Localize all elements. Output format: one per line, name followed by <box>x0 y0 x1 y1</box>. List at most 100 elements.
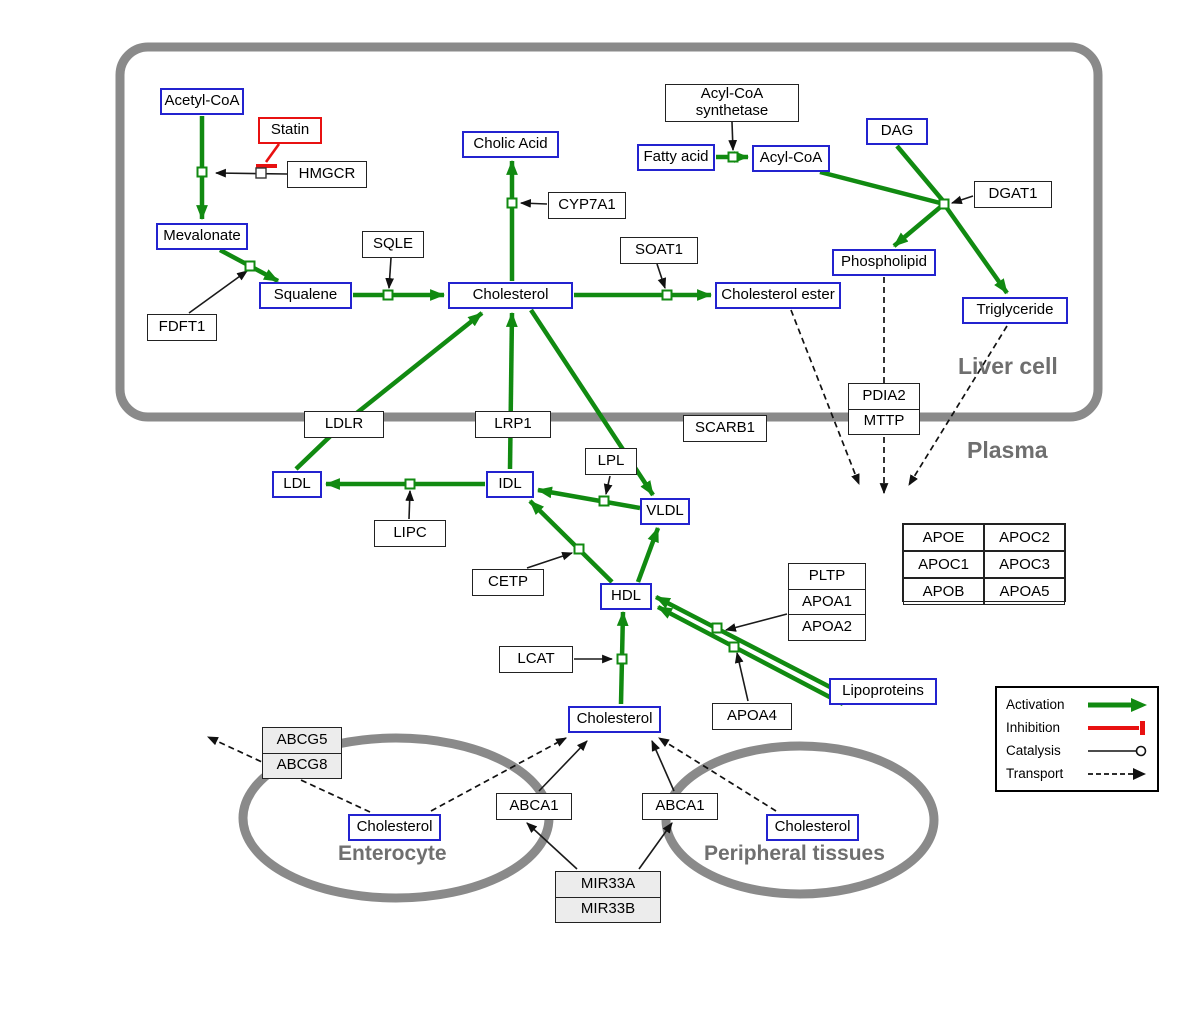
anchor-cholesterol-hdl <box>616 653 628 665</box>
node-cholic-acid[interactable]: Cholic Acid <box>462 131 559 158</box>
node-scarb1[interactable]: SCARB1 <box>683 415 767 442</box>
node-ldl[interactable]: LDL <box>272 471 322 498</box>
reaction-anchors <box>196 151 950 665</box>
node-acetyl-coa[interactable]: Acetyl-CoA <box>160 88 244 115</box>
anchor-hdl-idl <box>573 543 585 555</box>
legend-catalysis-row: Catalysis <box>1006 739 1148 762</box>
node-abcg5[interactable]: ABCG5 <box>276 730 328 748</box>
node-apoe[interactable]: APOE <box>903 524 984 551</box>
node-apoa1[interactable]: APOA1 <box>789 588 865 615</box>
apolipoprotein-table: APOE APOC2 APOC1 APOC3 APOB APOA5 <box>902 523 1066 605</box>
node-mevalonate[interactable]: Mevalonate <box>156 223 248 250</box>
node-apoc3[interactable]: APOC3 <box>984 551 1065 578</box>
node-cholesterol-plasma[interactable]: Cholesterol <box>568 706 661 733</box>
edge-idl-lrp1-cholesterol <box>505 311 518 470</box>
node-pdia2-mttp-group: PDIA2 MTTP <box>848 383 920 435</box>
node-abcg8[interactable]: ABCG8 <box>263 752 341 779</box>
edge-lpl-catalysis <box>603 475 613 496</box>
node-mir33b[interactable]: MIR33B <box>556 896 660 923</box>
edge-abca1left-cholesterol <box>538 740 588 792</box>
edge-cholesterolester-plasma <box>790 309 860 486</box>
node-apoa4[interactable]: APOA4 <box>712 703 792 730</box>
anchor-hmgcr-statin <box>255 167 267 179</box>
node-mir33a[interactable]: MIR33A <box>580 874 636 892</box>
node-abca1-left[interactable]: ABCA1 <box>496 793 572 820</box>
node-fdft1[interactable]: FDFT1 <box>147 314 217 341</box>
node-squalene[interactable]: Squalene <box>259 282 352 309</box>
node-acyl-coa[interactable]: Acyl-CoA <box>752 145 830 172</box>
activation-arrow-icon <box>1088 697 1147 712</box>
node-soat1[interactable]: SOAT1 <box>620 237 698 264</box>
anchor-cholesterol-ester <box>661 289 673 301</box>
node-acyl-coa-synthetase[interactable]: Acyl-CoA synthetase <box>665 84 799 122</box>
node-sqle[interactable]: SQLE <box>362 231 424 258</box>
anchor-lipoproteins-hdl-lower <box>728 641 740 653</box>
anchor-dgat1-junction <box>938 198 950 210</box>
anchor-vldl-idl <box>598 495 610 507</box>
edge-enterocyte-plasma-cholesterol <box>430 737 567 812</box>
edge-junction-phospholipid <box>892 202 946 248</box>
edge-hmgcr-catalysis <box>214 168 288 178</box>
edge-lipc-catalysis <box>405 489 415 520</box>
node-lipc[interactable]: LIPC <box>374 520 446 547</box>
node-cholesterol-enterocyte[interactable]: Cholesterol <box>348 814 441 841</box>
liver-cell-label: Liver cell <box>958 353 1058 379</box>
node-apoc1[interactable]: APOC1 <box>903 551 984 578</box>
node-apoa2[interactable]: APOA2 <box>789 614 865 640</box>
catalysis-circle-icon <box>1088 745 1147 756</box>
node-cholesterol-ester[interactable]: Cholesterol ester <box>715 282 841 309</box>
node-mttp[interactable]: MTTP <box>849 408 919 435</box>
node-cetp[interactable]: CETP <box>472 569 544 596</box>
node-vldl[interactable]: VLDL <box>640 498 690 525</box>
anchor-acetylcoa-mevalonate <box>196 166 208 178</box>
peripheral-tissues-membrane <box>661 741 939 899</box>
statin-inhibition-line <box>264 143 281 163</box>
node-idl[interactable]: IDL <box>486 471 534 498</box>
node-hmgcr[interactable]: HMGCR <box>287 161 367 188</box>
legend-transport-label: Transport <box>1006 766 1064 781</box>
liver-cell-membrane <box>115 42 1103 422</box>
legend-activation-row: Activation <box>1006 693 1148 716</box>
node-phospholipid[interactable]: Phospholipid <box>832 249 936 276</box>
edge-vldl-idl <box>536 486 641 511</box>
node-ldlr[interactable]: LDLR <box>304 411 384 438</box>
node-abca1-right[interactable]: ABCA1 <box>642 793 718 820</box>
anchor-lipoproteins-hdl-upper <box>711 622 723 634</box>
edge-hdl-idl <box>528 499 614 584</box>
edge-soat1-catalysis <box>656 263 667 290</box>
node-dag[interactable]: DAG <box>866 118 928 145</box>
node-abcg-group: ABCG5 ABCG8 <box>262 727 342 779</box>
node-triglyceride[interactable]: Triglyceride <box>962 297 1068 324</box>
node-apoc2[interactable]: APOC2 <box>984 524 1065 551</box>
node-hdl[interactable]: HDL <box>600 583 652 610</box>
anchor-idl-ldl <box>404 478 416 490</box>
legend: Activation Inhibition Catalysis Transpor… <box>995 686 1159 792</box>
edge-lipoproteins-hdl-upper <box>654 595 832 689</box>
inhibition-edge-statin-hmgcr <box>256 143 281 168</box>
node-lcat[interactable]: LCAT <box>499 646 573 673</box>
node-fatty-acid[interactable]: Fatty acid <box>637 144 715 171</box>
edge-apoa4-catalysis <box>734 651 749 702</box>
node-apoa5[interactable]: APOA5 <box>984 578 1065 605</box>
node-apob[interactable]: APOB <box>903 578 984 605</box>
node-mir33-group: MIR33A MIR33B <box>555 871 661 923</box>
edge-mir33-abca1-left <box>526 822 578 870</box>
node-cholesterol-liver[interactable]: Cholesterol <box>448 282 573 309</box>
enterocyte-label: Enterocyte <box>338 842 447 865</box>
edge-ldl-ldlr-cholesterol <box>294 311 484 471</box>
node-dgat1[interactable]: DGAT1 <box>974 181 1052 208</box>
legend-catalysis-label: Catalysis <box>1006 743 1061 758</box>
node-pltp[interactable]: PLTP <box>808 566 846 584</box>
legend-activation-label: Activation <box>1006 697 1065 712</box>
edge-fdft1-catalysis <box>188 270 248 314</box>
legend-inhibition-label: Inhibition <box>1006 720 1061 735</box>
anchor-squalene-cholesterol <box>382 289 394 301</box>
node-statin[interactable]: Statin <box>258 117 322 144</box>
node-pdia2[interactable]: PDIA2 <box>862 386 906 404</box>
node-cholesterol-peripheral[interactable]: Cholesterol <box>766 814 859 841</box>
node-lrp1[interactable]: LRP1 <box>475 411 551 438</box>
node-lipoproteins[interactable]: Lipoproteins <box>829 678 937 705</box>
node-lpl[interactable]: LPL <box>585 448 637 475</box>
node-cyp7a1[interactable]: CYP7A1 <box>548 192 626 219</box>
